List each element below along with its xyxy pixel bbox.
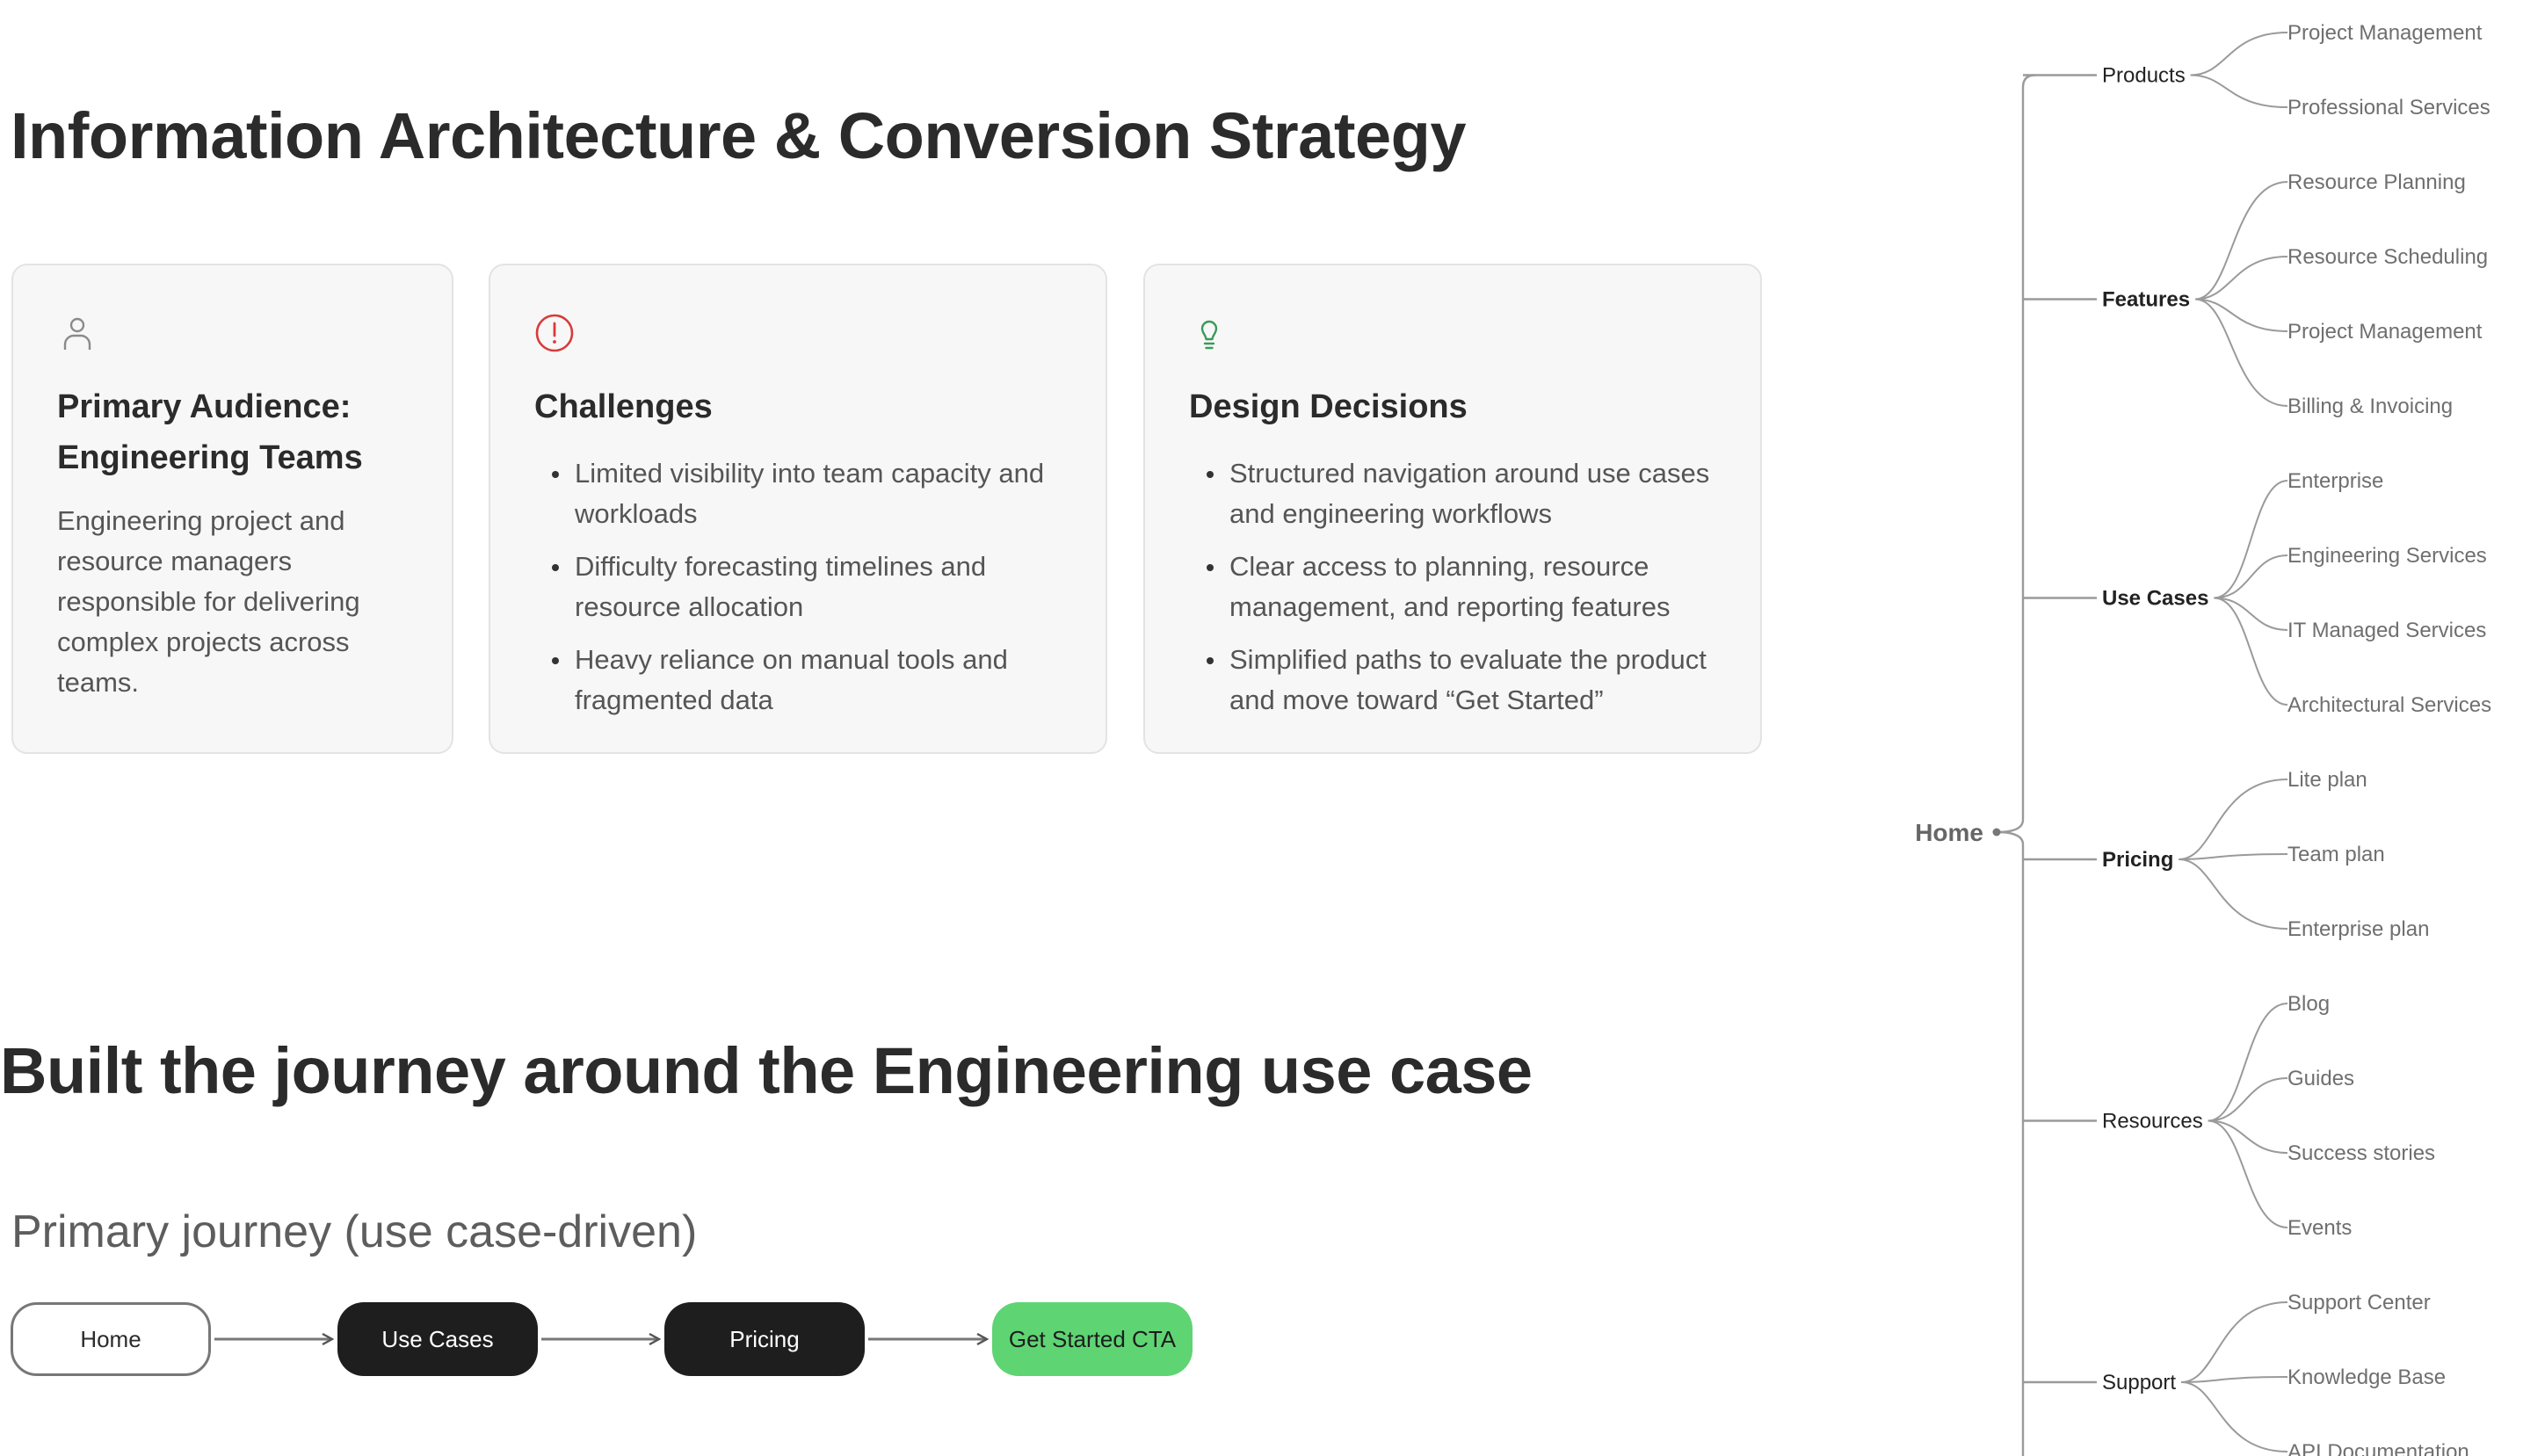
sitemap-leaf: IT Managed Services <box>2287 619 2486 642</box>
sitemap-leaf: Success stories <box>2287 1141 2435 1165</box>
design-decisions-card: Design Decisions Structured navigation a… <box>1143 264 1762 754</box>
sitemap-leaf: Architectural Services <box>2287 693 2491 717</box>
sitemap-branch-products: Products <box>2102 64 2186 88</box>
sitemap-leaf: Blog <box>2287 992 2330 1016</box>
sitemap-leaf: Professional Services <box>2287 96 2490 120</box>
tree-leaf-connector <box>2179 853 2288 860</box>
sitemap-leaf: Lite plan <box>2287 768 2367 792</box>
sitemap-branch-resources: Resources <box>2102 1110 2203 1134</box>
sitemap-leaf: Resource Scheduling <box>2287 245 2488 269</box>
tree-leaf-connector <box>2208 1077 2288 1122</box>
journey-step-get-started-cta[interactable]: Get Started CTA <box>992 1302 1193 1376</box>
sitemap-leaf: Project Management <box>2287 320 2483 344</box>
challenges-card: Challenges Limited visibility into team … <box>489 264 1107 754</box>
tree-leaf-connector <box>2190 74 2288 108</box>
challenges-list: Limited visibility into team capacity an… <box>534 453 1062 721</box>
card-title: Primary Audience: Engineering Teams <box>57 388 363 476</box>
user-icon <box>63 317 91 350</box>
list-item: Limited visibility into team capacity an… <box>552 453 1062 534</box>
sitemap-leaf: Knowledge Base <box>2287 1365 2446 1389</box>
sitemap-leaf: Support Center <box>2287 1291 2431 1315</box>
tree-trunk-curve <box>2021 74 2036 88</box>
primary-audience-card: Primary Audience: Engineering Teams Engi… <box>11 264 453 754</box>
sitemap-leaf: Team plan <box>2287 843 2385 866</box>
tree-leaf-connector <box>2194 298 2288 407</box>
tree-root-curve-top <box>1996 819 2025 834</box>
tree-leaf-connector <box>2179 858 2288 930</box>
tree-leaf-connector <box>2195 298 2288 332</box>
tree-leaf-connector <box>2208 1119 2288 1154</box>
sitemap-leaf: Guides <box>2287 1067 2354 1090</box>
tree-root-dot <box>1992 828 2001 837</box>
lightbulb-icon <box>1200 320 1218 350</box>
sitemap-branch-pricing: Pricing <box>2102 848 2173 872</box>
page-title: Information Architecture & Conversion St… <box>11 99 1466 172</box>
journey-step-pricing[interactable]: Pricing <box>664 1302 865 1376</box>
card-body: Engineering project and resource manager… <box>57 505 360 698</box>
tree-leaf-connector <box>2208 1003 2288 1122</box>
journey-heading: Primary journey (use case-driven) <box>11 1206 698 1257</box>
card-title: Design Decisions <box>1189 388 1468 425</box>
journey-step-home[interactable]: Home <box>11 1302 211 1376</box>
sitemap-branch-features: Features <box>2102 288 2190 312</box>
sitemap-leaf: Billing & Invoicing <box>2287 395 2453 418</box>
sitemap-leaf: Engineering Services <box>2287 544 2487 568</box>
tree-leaf-connector <box>2179 779 2288 860</box>
tree-leaf-connector <box>2208 1119 2288 1228</box>
tree-leaf-connector <box>2214 597 2288 706</box>
card-title: Challenges <box>534 388 713 425</box>
tree-leaf-connector <box>2214 597 2288 631</box>
sitemap-leaf: Resource Planning <box>2287 170 2466 194</box>
tree-leaf-connector <box>2190 32 2288 76</box>
sitemap-leaf: API Documentation <box>2287 1440 2469 1456</box>
list-item: Simplified paths to evaluate the product… <box>1207 640 1716 721</box>
tree-leaf-connector <box>2181 1381 2288 1452</box>
tree-leaf-connector <box>2214 480 2288 599</box>
sitemap-leaf: Enterprise <box>2287 469 2383 493</box>
sitemap-leaf: Project Management <box>2287 21 2483 45</box>
section-title: Built the journey around the Engineering… <box>0 1034 1533 1107</box>
tree-leaf-connector <box>2181 1301 2288 1383</box>
tree-leaf-connector <box>2194 181 2288 301</box>
sitemap-leaf: Events <box>2287 1216 2352 1240</box>
tree-root-curve-bottom <box>1996 830 2025 845</box>
tree-leaf-connector <box>2181 1376 2288 1383</box>
sitemap-branch-use-cases: Use Cases <box>2102 587 2208 611</box>
sitemap-leaf: Enterprise plan <box>2287 917 2429 941</box>
tree-leaf-connector <box>2195 256 2288 301</box>
sitemap-branch-support: Support <box>2102 1371 2176 1394</box>
sitemap-root-label: Home <box>1915 819 1983 846</box>
alert-circle-icon <box>535 314 574 352</box>
journey-step-use-cases[interactable]: Use Cases <box>337 1302 538 1376</box>
tree-leaf-connector <box>2214 554 2288 599</box>
